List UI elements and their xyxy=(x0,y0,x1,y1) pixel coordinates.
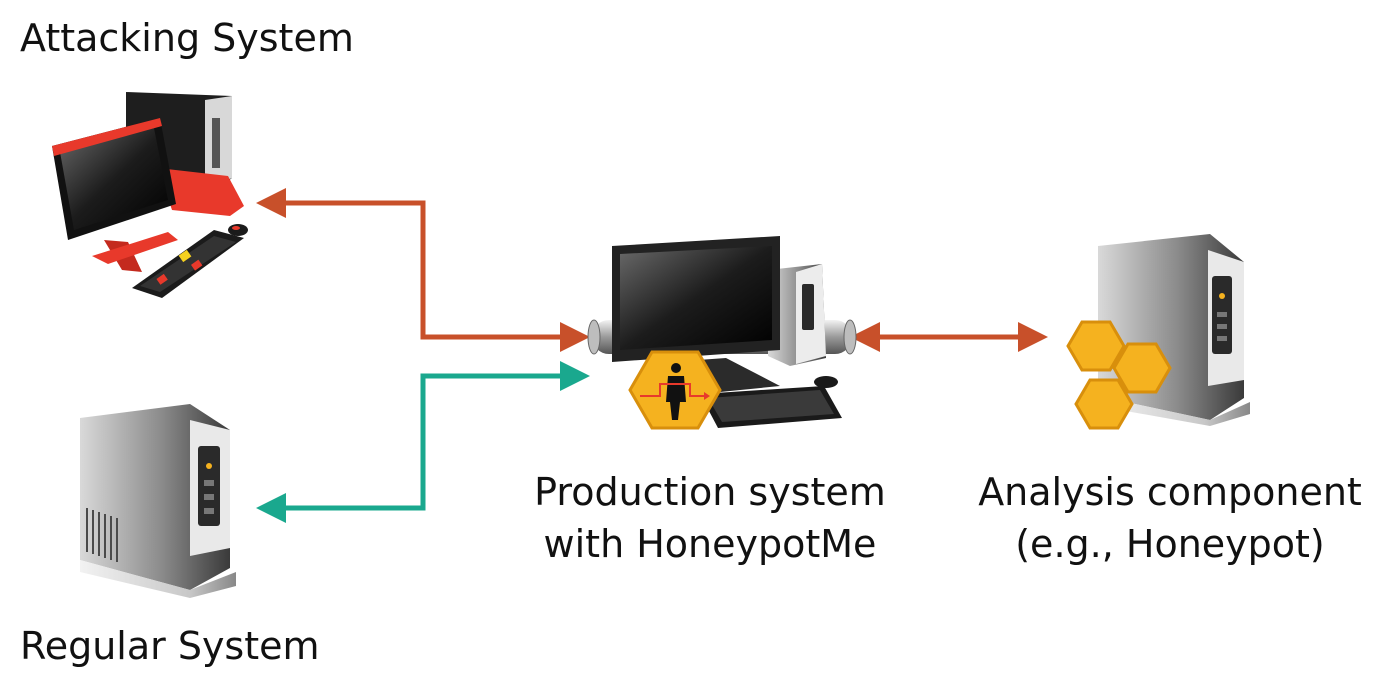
regular-link-edge xyxy=(256,361,590,523)
desktop-computer-with-honeypotme-icon xyxy=(587,236,857,430)
attacking-system-label: Attacking System xyxy=(20,16,354,60)
analysis-component-label-line1: Analysis component xyxy=(978,470,1362,514)
analysis-component-label-line2: (e.g., Honeypot) xyxy=(1015,522,1325,566)
attack-link-edge xyxy=(256,188,590,352)
production-system-label-line1: Production system xyxy=(534,470,886,514)
red-desktop-computer-icon xyxy=(52,92,248,298)
production-system-label-line2: with HoneypotMe xyxy=(543,522,877,566)
analysis-component-label: Analysis component (e.g., Honeypot) xyxy=(960,466,1380,570)
tower-server-icon xyxy=(80,404,236,598)
regular-system-label: Regular System xyxy=(20,624,320,668)
production-system-label: Production system with HoneypotMe xyxy=(520,466,900,570)
tower-server-with-honeycomb-icon xyxy=(1066,234,1250,430)
